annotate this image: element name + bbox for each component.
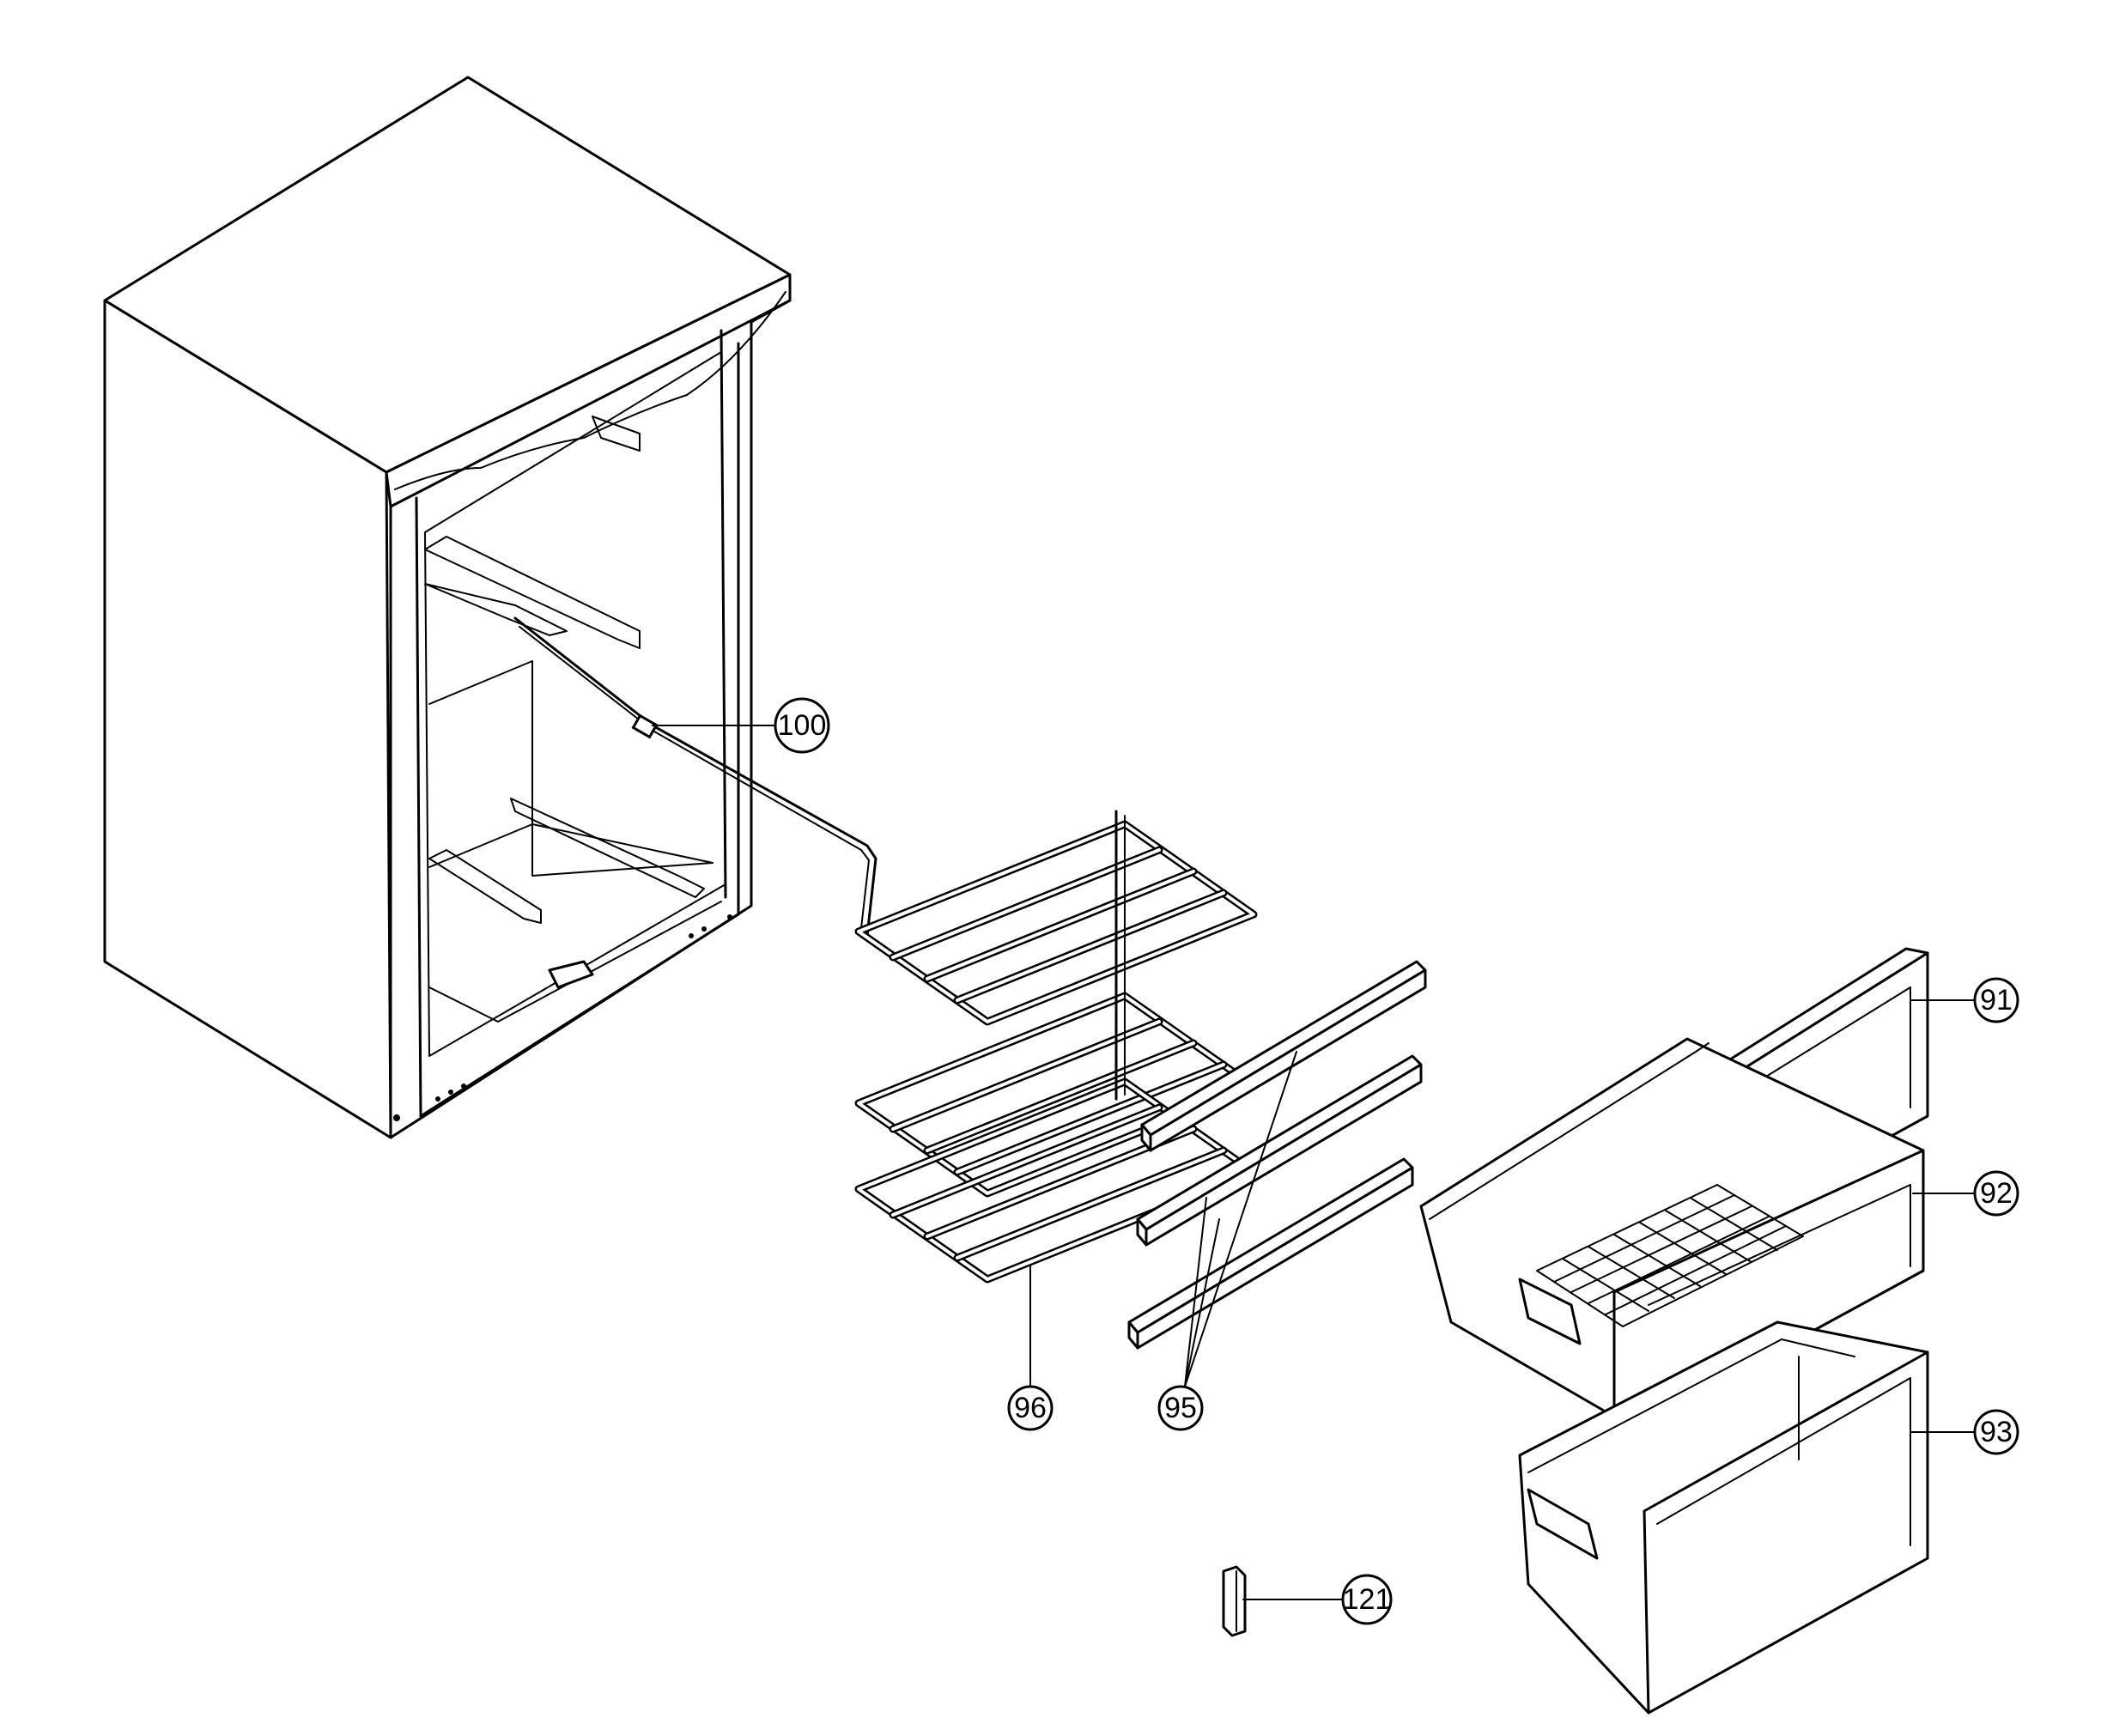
callout-label-100: 100 xyxy=(778,709,827,742)
lower-drawer xyxy=(1518,1320,1929,1715)
drawer-grid xyxy=(1536,1184,1804,1327)
sensor-clip xyxy=(631,713,659,739)
callout-100: 100 xyxy=(774,697,830,754)
callout-label-93: 93 xyxy=(1980,1416,2013,1448)
callout-label-91: 91 xyxy=(1980,984,2013,1017)
callout-92: 92 xyxy=(1973,1170,2019,1217)
leader-lines xyxy=(652,725,1976,1600)
callout-96: 96 xyxy=(1007,1385,1054,1431)
callout-121: 121 xyxy=(1341,1574,1393,1625)
drawer-handle-lower xyxy=(1527,1488,1599,1560)
callout-91: 91 xyxy=(1973,977,2019,1023)
callout-label-121: 121 xyxy=(1343,1583,1392,1616)
callout-95: 95 xyxy=(1157,1385,1204,1431)
refrigerator-cabinet xyxy=(103,76,792,1139)
callout-label-96: 96 xyxy=(1014,1392,1047,1424)
thermostat-sensor-wire xyxy=(513,616,877,938)
callout-93: 93 xyxy=(1973,1409,2019,1455)
callout-label-95: 95 xyxy=(1164,1392,1197,1424)
callout-label-92: 92 xyxy=(1980,1177,2013,1210)
shelf-strips xyxy=(1127,960,1427,1350)
small-part-121 xyxy=(1222,1565,1247,1637)
drawer-handle xyxy=(1518,1278,1582,1345)
